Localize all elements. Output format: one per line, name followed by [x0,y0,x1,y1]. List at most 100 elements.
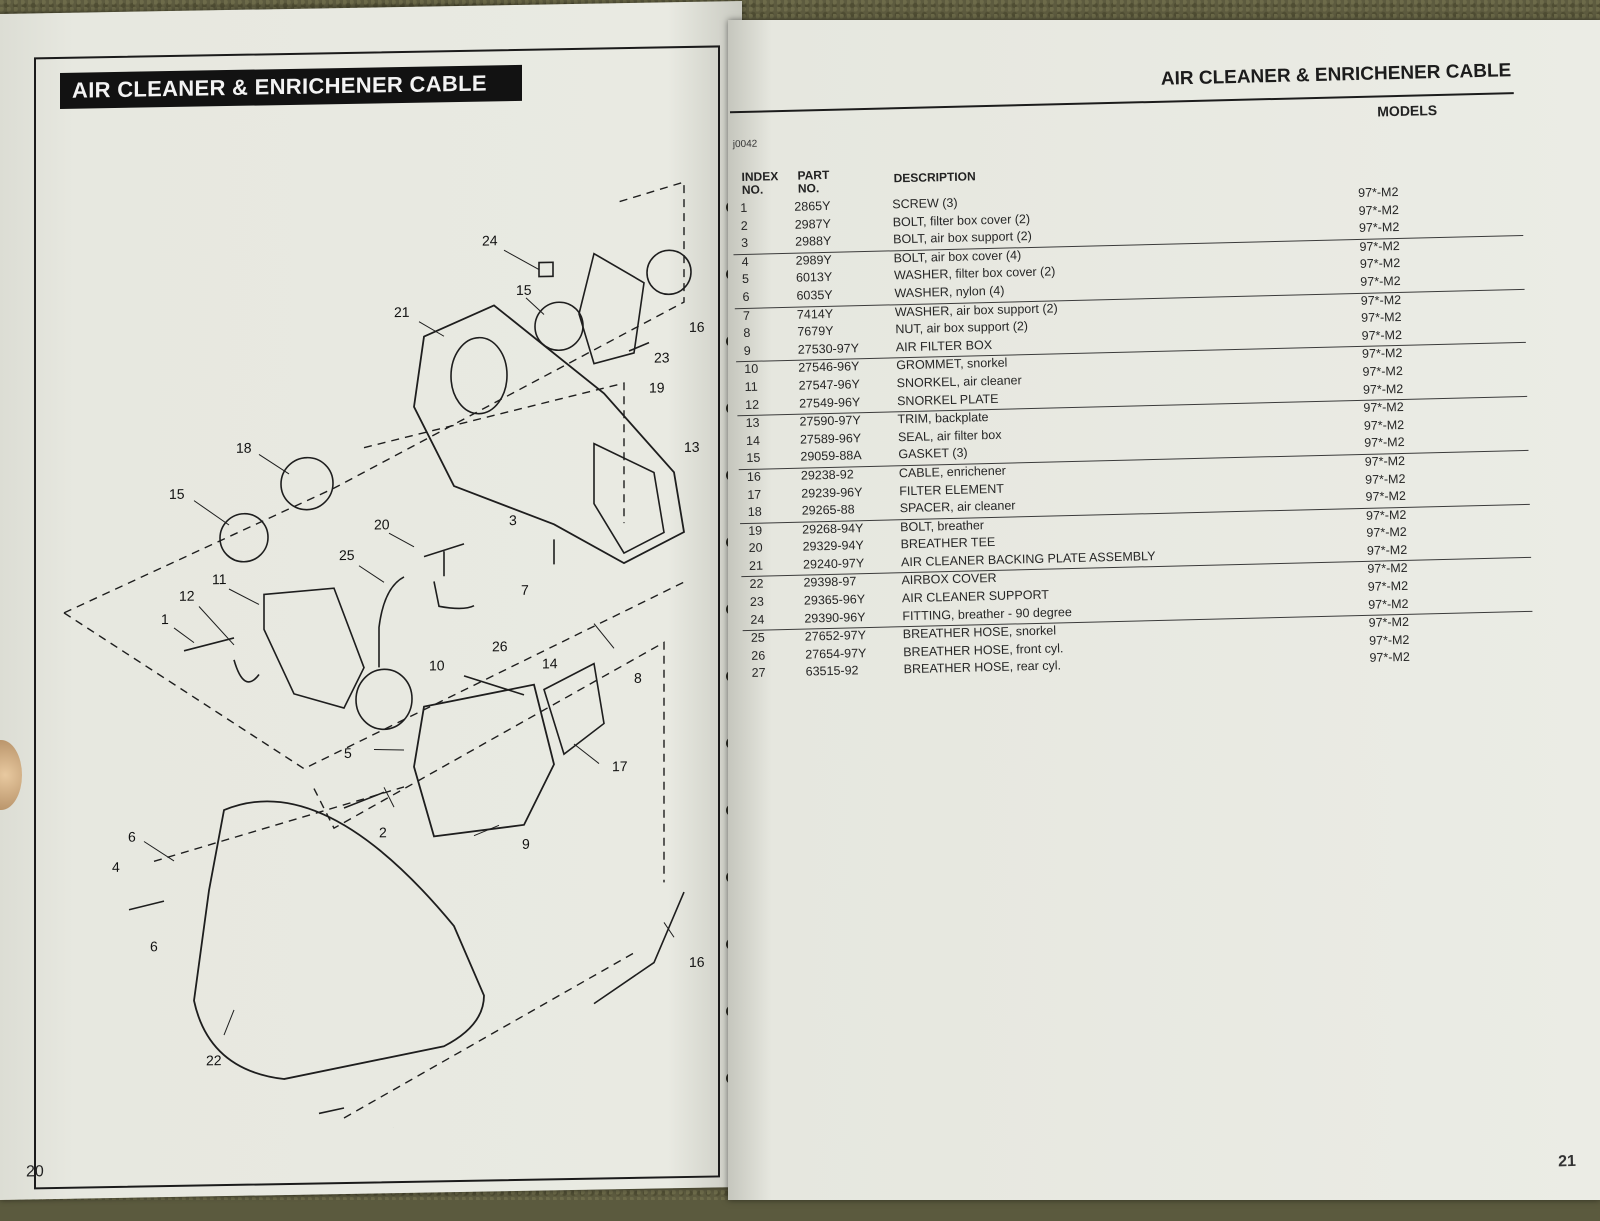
model-cell: 97*-M2 [1365,488,1407,504]
callout-19: 19 [649,379,665,395]
breather-tee-20 [423,543,465,577]
index-cell: 4 [741,254,749,269]
callout-16-upper: 16 [689,319,705,335]
description-cell: WASHER, nylon (4) [894,283,1005,301]
index-cell: 27 [751,666,766,681]
description-cell: WASHER, air box support (2) [894,300,1058,319]
breather-hose-25 [378,576,405,668]
part-number-cell: 2989Y [795,252,832,268]
model-cell: 97*-M2 [1363,400,1404,416]
description-cell: BREATHER TEE [900,535,996,552]
right-page-number: 21 [1557,1152,1577,1171]
part-number-cell: 29398-97 [803,574,857,591]
description-cell: BOLT, air box cover (4) [893,247,1022,266]
callout-26: 26 [492,638,508,654]
description-cell: GASKET (3) [898,445,968,462]
model-cell: 97*-M2 [1364,471,1406,487]
index-cell: 22 [749,577,764,592]
support-bracket [593,442,665,555]
description-cell: GROMMET, snorkel [896,355,1008,373]
callout-16-lower: 16 [689,954,705,970]
model-cell: 97*-M2 [1360,273,1401,289]
part-number-cell: 7414Y [796,306,834,322]
description-cell: BOLT, filter box cover (2) [892,211,1031,229]
part-number-cell: 29329-94Y [802,538,864,554]
part-number-cell: 2987Y [794,216,832,232]
part-number-cell: 29240-97Y [802,556,865,572]
model-cell: 97*-M2 [1364,435,1405,451]
description-cell: FITTING, breather - 90 degree [902,604,1072,623]
callout-22: 22 [206,1052,222,1068]
description-cell: SNORKEL, air cleaner [896,373,1022,391]
description-cell: NUT, air box support (2) [895,319,1029,337]
callout-10: 10 [429,657,445,673]
enrichener-cable-16 [593,891,685,1005]
description-cell: SPACER, air cleaner [899,498,1016,516]
right-page-title: AIR CLEANER & ENRICHENER CABLE [1160,60,1512,90]
index-cell: 2 [740,218,748,233]
index-cell: 6 [742,289,750,304]
seal-14 [463,675,525,696]
part-number-cell: 27547-96Y [798,377,861,393]
index-cell: 25 [750,630,765,646]
index-cell: 13 [745,415,760,431]
part-number-cell: 29365-96Y [803,592,866,608]
index-cell: 21 [748,558,764,573]
model-cell: 97*-M2 [1365,507,1407,523]
callout-11: 11 [212,571,227,587]
callout-4-upper: 4 [112,859,120,875]
description-cell: SNORKEL PLATE [896,391,999,408]
callout-18: 18 [236,440,252,456]
backing-plate-part [413,304,685,565]
part-number-cell: 7679Y [797,323,834,339]
left-page: AIR CLEANER & ENRICHENER CABLE [0,1,742,1201]
model-cell: 97*-M2 [1369,650,1410,666]
part-number-cell: 27549-96Y [798,394,861,411]
index-cell: 5 [741,272,750,287]
part-number-cell: 29238-92 [800,467,854,483]
part-number-cell: 29239-96Y [801,484,863,501]
index-cell: 10 [744,362,759,377]
models-header: MODELS [1377,102,1438,120]
part-number-cell: 29265-88 [801,502,855,518]
bolt-2 [343,791,385,809]
callout-13: 13 [684,439,700,455]
model-cell: 97*-M2 [1361,346,1403,362]
airbox-cover-22 [193,800,485,1080]
gasket-15-left [219,512,269,563]
exploded-parts-diagram: 24 15 21 16 23 19 13 18 15 20 3 25 7 11 … [63,181,705,1133]
description-cell: SEAL, air filter box [897,427,1002,444]
index-cell: 17 [747,487,762,502]
callout-2: 2 [379,824,387,840]
backing-plate-hole [450,336,508,415]
bolt-4 [128,900,165,911]
model-cell: 97*-M2 [1362,381,1404,397]
gasket-15-upper [534,301,584,352]
description-cell: AIRBOX COVER [901,571,997,588]
part-number-cell: 6013Y [795,270,833,286]
right-page: AIR CLEANER & ENRICHENER CABLE MODELS j0… [728,20,1600,1200]
index-cell: 11 [744,379,758,394]
part-number-cell: 2988Y [795,234,832,249]
part-number-cell: 29268-94Y [802,520,864,537]
description-header: DESCRIPTION [893,169,976,186]
model-cell: 97*-M2 [1366,525,1407,541]
part-header: PART NO. [797,167,830,196]
callout-5: 5 [344,745,352,761]
air-filter-box-9 [413,683,555,838]
description-cell: BOLT, air box support (2) [892,229,1033,247]
model-cell: 97*-M2 [1359,238,1400,254]
part-number-cell: 63515-92 [805,663,859,680]
model-cell: 97*-M2 [1359,256,1401,272]
description-cell: AIR CLEANER SUPPORT [901,587,1050,606]
index-cell: 18 [747,504,762,520]
description-cell: CABLE, enrichener [898,463,1007,481]
model-cell: 97*-M2 [1363,417,1405,433]
gasket-16 [646,249,692,296]
part-number-cell: 27654-97Y [805,645,867,662]
model-cell: 97*-M2 [1368,632,1410,648]
part-number-cell: 2865Y [794,198,831,214]
description-cell: SCREW (3) [892,195,958,212]
model-cell: 97*-M2 [1364,453,1406,469]
